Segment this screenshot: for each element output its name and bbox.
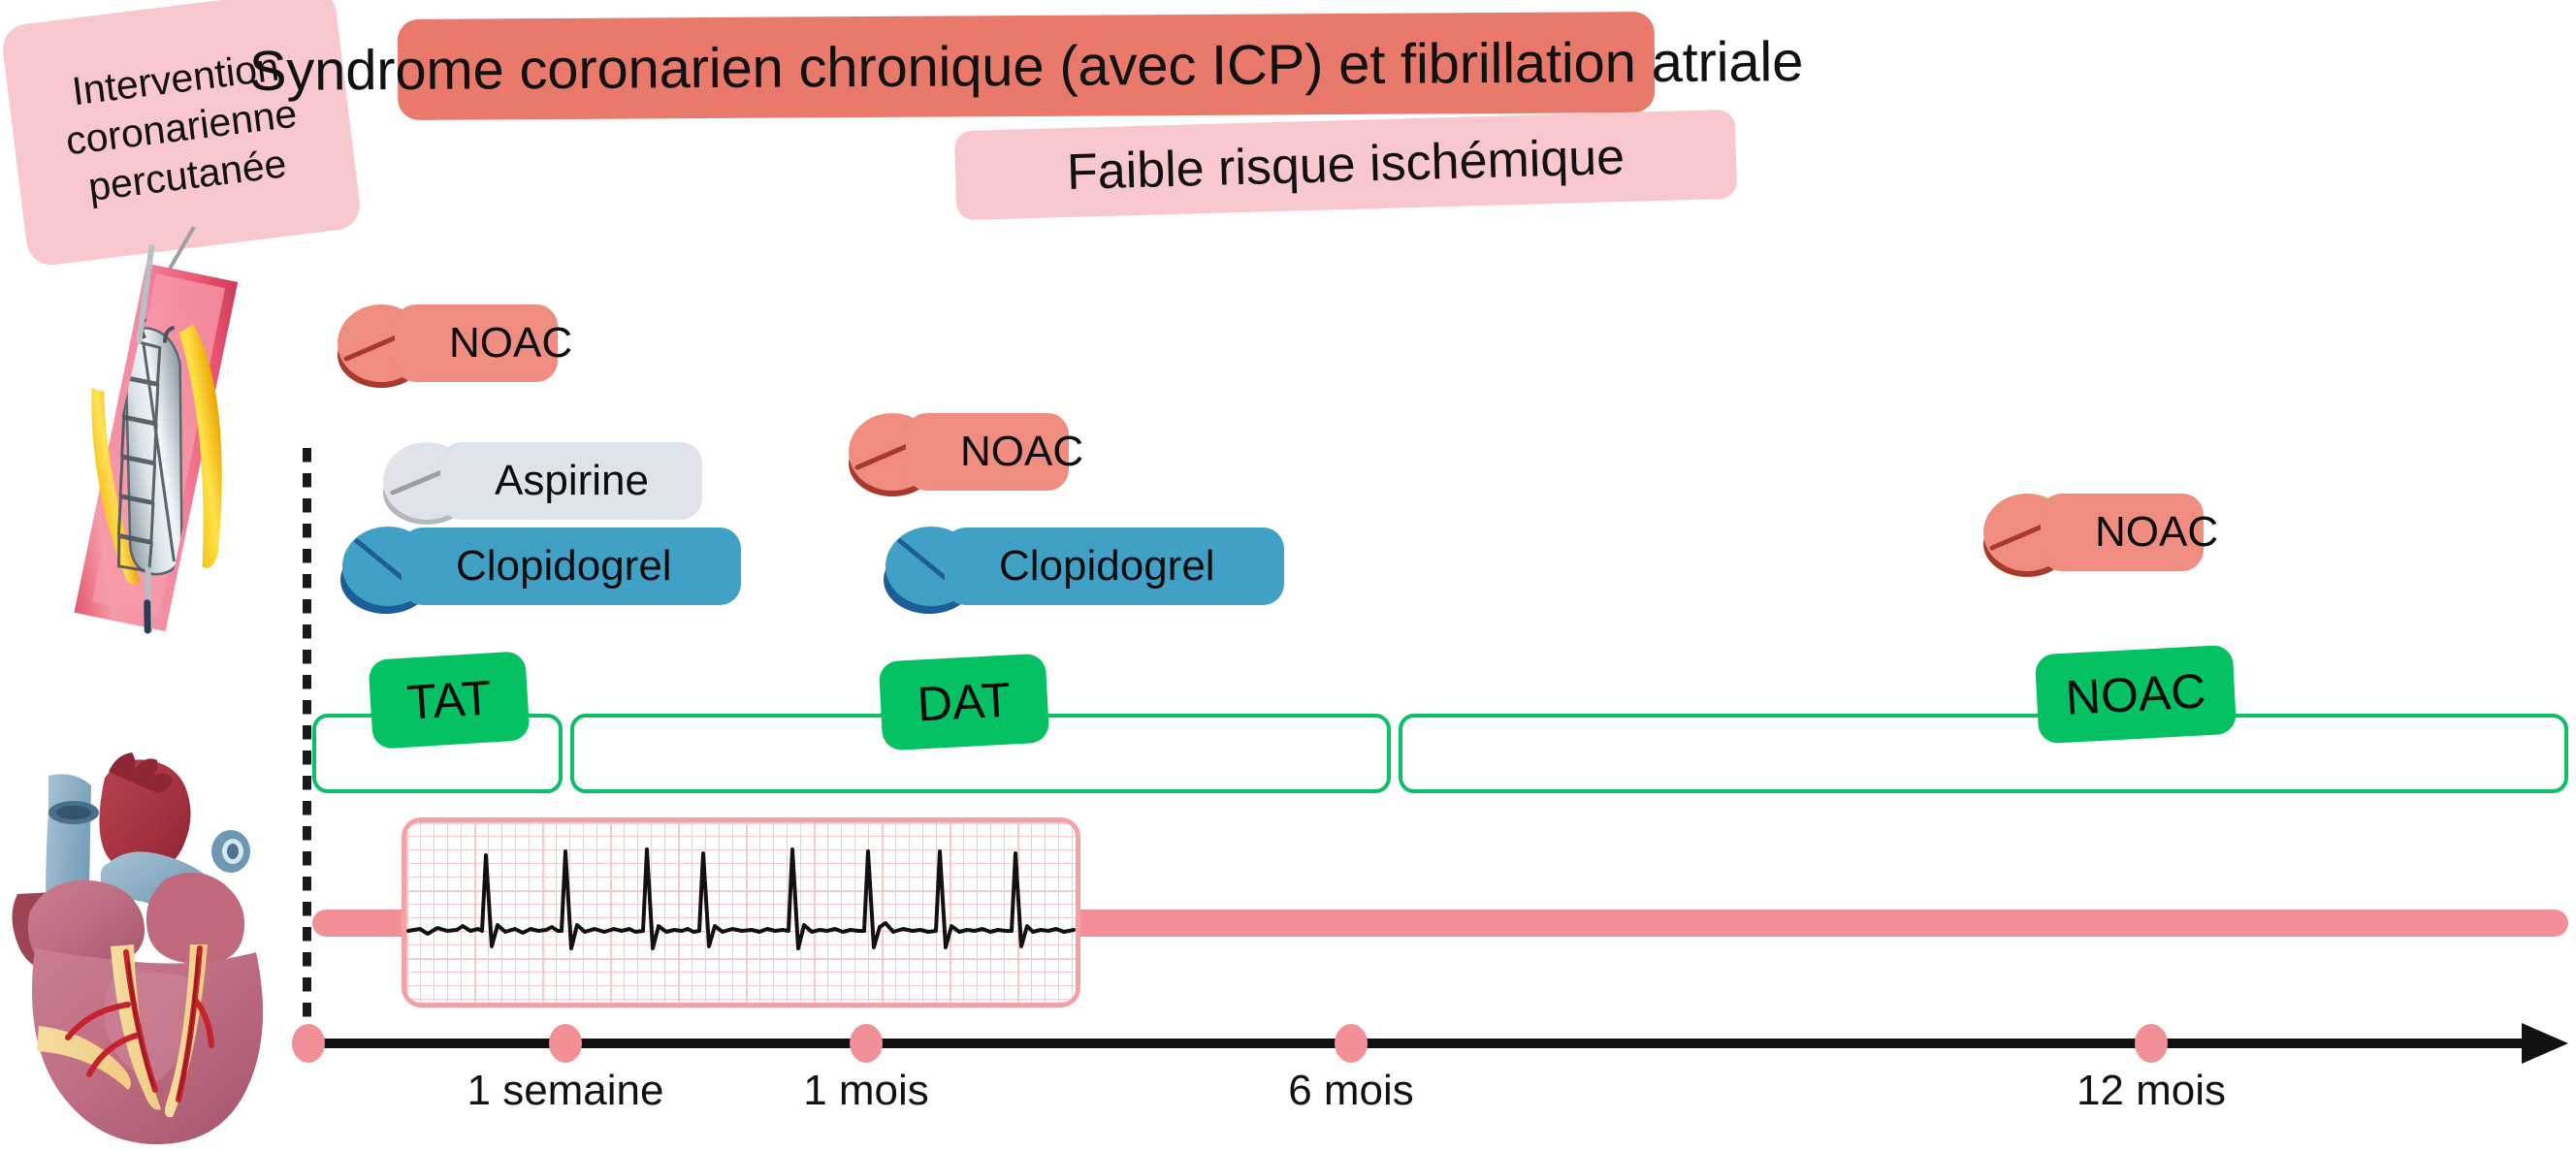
drug-label: NOAC [960, 428, 1084, 475]
ecg-strip [402, 817, 1080, 1007]
drug-group-baseline: NOAC [335, 299, 684, 392]
therapy-badge-label: DAT [916, 672, 1013, 732]
timeline-arrow-icon [2522, 1023, 2568, 1064]
page-title-banner: Syndrome coronarien chronique (avec ICP)… [249, 12, 1803, 120]
drug-chip-noac[interactable]: NOAC [395, 304, 572, 382]
timeline-label-1-mois: 1 mois [803, 1067, 929, 1114]
coronary-stent-illustration [74, 244, 239, 634]
timeline-dot-12-mois[interactable] [2135, 1024, 2168, 1063]
timeline-dot-1-mois[interactable] [850, 1024, 883, 1063]
drug-label: NOAC [449, 319, 573, 367]
therapy-phase-box-noac [1399, 714, 2568, 793]
drug-group-dat-noac: NOAC [846, 407, 1195, 500]
timeline-dot-6-mois[interactable] [1335, 1024, 1368, 1063]
timeline-dot-0[interactable] [292, 1024, 325, 1063]
therapy-badge-dat[interactable]: DAT [878, 653, 1050, 751]
timeline-axis [308, 1039, 2539, 1048]
drug-group-clopidogrel-2: Clopidogrel [881, 524, 1346, 617]
therapy-badge-label: TAT [404, 670, 494, 730]
timeline-label-1-semaine: 1 semaine [467, 1067, 664, 1114]
drug-label: NOAC [2095, 508, 2219, 556]
timeline-dot-1-semaine[interactable] [549, 1024, 582, 1063]
drug-label: Clopidogrel [456, 542, 672, 590]
drug-chip-aspirine[interactable]: Aspirine [440, 442, 702, 520]
anatomical-heart-illustration [12, 752, 264, 1145]
drug-chip-clopidogrel[interactable]: Clopidogrel [945, 528, 1284, 605]
drug-chip-noac[interactable]: NOAC [906, 413, 1083, 491]
therapy-badge-label: NOAC [2064, 663, 2207, 725]
drug-chip-noac[interactable]: NOAC [2041, 494, 2218, 571]
therapy-badge-noac[interactable]: NOAC [2034, 644, 2238, 745]
timeline-label-6-mois: 6 mois [1288, 1067, 1414, 1114]
drug-label: Clopidogrel [999, 542, 1215, 590]
drug-label: Aspirine [495, 457, 649, 504]
pci-time-zero-dotted-line [303, 448, 311, 1049]
drug-group-clopidogrel-1: Clopidogrel [338, 524, 803, 617]
page-subtitle-banner: Faible risque ischémique [953, 109, 1738, 221]
drug-group-aspirin: Aspirine [380, 436, 797, 529]
ecg-grid [406, 822, 1076, 1003]
page-subtitle: Faible risque ischémique [1066, 128, 1626, 202]
timeline-label-12-mois: 12 mois [2076, 1067, 2227, 1114]
therapy-badge-tat[interactable]: TAT [368, 651, 531, 750]
page-title: Syndrome coronarien chronique (avec ICP)… [248, 29, 1804, 103]
drug-chip-clopidogrel[interactable]: Clopidogrel [402, 528, 741, 605]
ecg-trace [406, 847, 1076, 950]
drug-group-noac-alone: NOAC [1980, 488, 2330, 581]
